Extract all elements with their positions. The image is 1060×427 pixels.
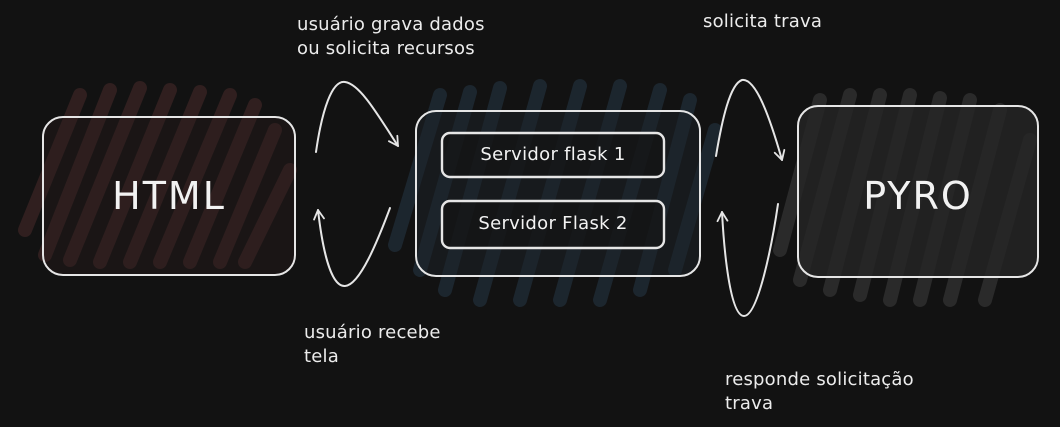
pyro-label: PYRO (863, 174, 973, 218)
arrow-flask-to-html (313, 207, 391, 288)
html-label: HTML (112, 174, 226, 218)
edge-label-line: solicita trava (703, 11, 823, 32)
edge-label-html-to-flask: usuário grava dados ou solicita recursos (297, 13, 485, 61)
html-box (42, 116, 296, 276)
flask-server-1-box (440, 131, 666, 179)
html-hatch-fill (18, 81, 297, 269)
arrow-flask-to-pyro (715, 79, 786, 161)
edge-label-line: usuário recebe (304, 322, 441, 343)
arrow-pyro-to-flask (716, 203, 779, 318)
edge-label-flask-to-pyro: solicita trava (703, 10, 822, 34)
edge-label-line: trava (725, 393, 774, 414)
arrow-html-to-flask (315, 80, 399, 153)
edge-label-line: responde solicitação (725, 369, 914, 390)
edge-label-line: tela (304, 346, 339, 367)
edge-label-line: usuário grava dados (297, 14, 485, 35)
edge-label-flask-to-html: usuário recebe tela (304, 321, 441, 369)
flask-server-2-label: Servidor Flask 2 (478, 213, 628, 234)
flask-server-2-box (440, 199, 666, 250)
flask-server-1-label: Servidor flask 1 (480, 144, 626, 165)
edge-label-line: ou solicita recursos (297, 38, 475, 59)
pyro-box (797, 105, 1039, 278)
edge-label-pyro-to-flask: responde solicitação trava (725, 368, 914, 416)
